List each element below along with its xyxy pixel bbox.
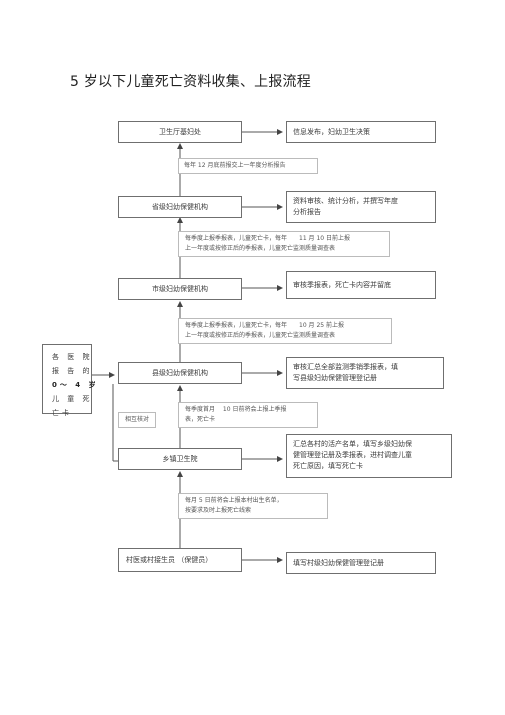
note-township-reporting: 每月 5 日前将会上报本村出生名单，按要求及时上报死亡线索 bbox=[178, 493, 328, 519]
node-city-mch: 市级妇幼保健机构 bbox=[118, 278, 242, 300]
page-title: 5 岁以下儿童死亡资料收集、上报流程 bbox=[70, 74, 311, 90]
node-provincial-health-dept: 卫生厅基妇处 bbox=[118, 121, 242, 143]
desc-health-dept: 信息发布，妇幼卫生决策 bbox=[286, 121, 436, 143]
desc-provincial-mch: 资料审核、统计分析，并撰写年度分析报告 bbox=[286, 191, 436, 223]
node-village-doctor: 村医或村接生员 （保健员） bbox=[118, 548, 242, 572]
note-city-reporting: 每季度上报季报表，儿童死亡卡，每年 10 月 25 前上报上一年度或按修正后的季… bbox=[178, 318, 392, 344]
note-county-reporting: 每季度首月 10 日前将会上报上季报表，死亡卡 bbox=[178, 402, 318, 428]
desc-city-mch: 审核季报表，死亡卡内容并留底 bbox=[286, 271, 436, 299]
hospital-death-card-box: 各 医 院 报 告 的 0～ 4 岁 儿 童 死 亡卡 bbox=[42, 344, 96, 417]
note-provincial-reporting: 每季度上报季报表，儿童死亡卡，每年 11 月 10 日前上报上一年度或按修正后的… bbox=[178, 231, 390, 257]
node-township-hospital: 乡镇卫生院 bbox=[118, 448, 242, 470]
node-county-mch: 县级妇幼保健机构 bbox=[118, 362, 242, 384]
node-provincial-mch: 省级妇幼保健机构 bbox=[118, 196, 242, 218]
note-annual-report: 每年 12 月底前报交上一年度分析报告 bbox=[178, 158, 318, 174]
desc-county-mch: 审核汇总全部监测季销季报表，填写县级妇幼保健管理登记册 bbox=[286, 357, 444, 389]
desc-township-hospital: 汇总各村的活产名单，填写乡级妇幼保健管理登记册及季报表，进村调查儿童死亡原因，填… bbox=[286, 434, 452, 478]
desc-village-doctor: 填写村级妇幼保健管理登记册 bbox=[286, 552, 436, 574]
mutual-check-label: 相互核对 bbox=[118, 412, 156, 428]
